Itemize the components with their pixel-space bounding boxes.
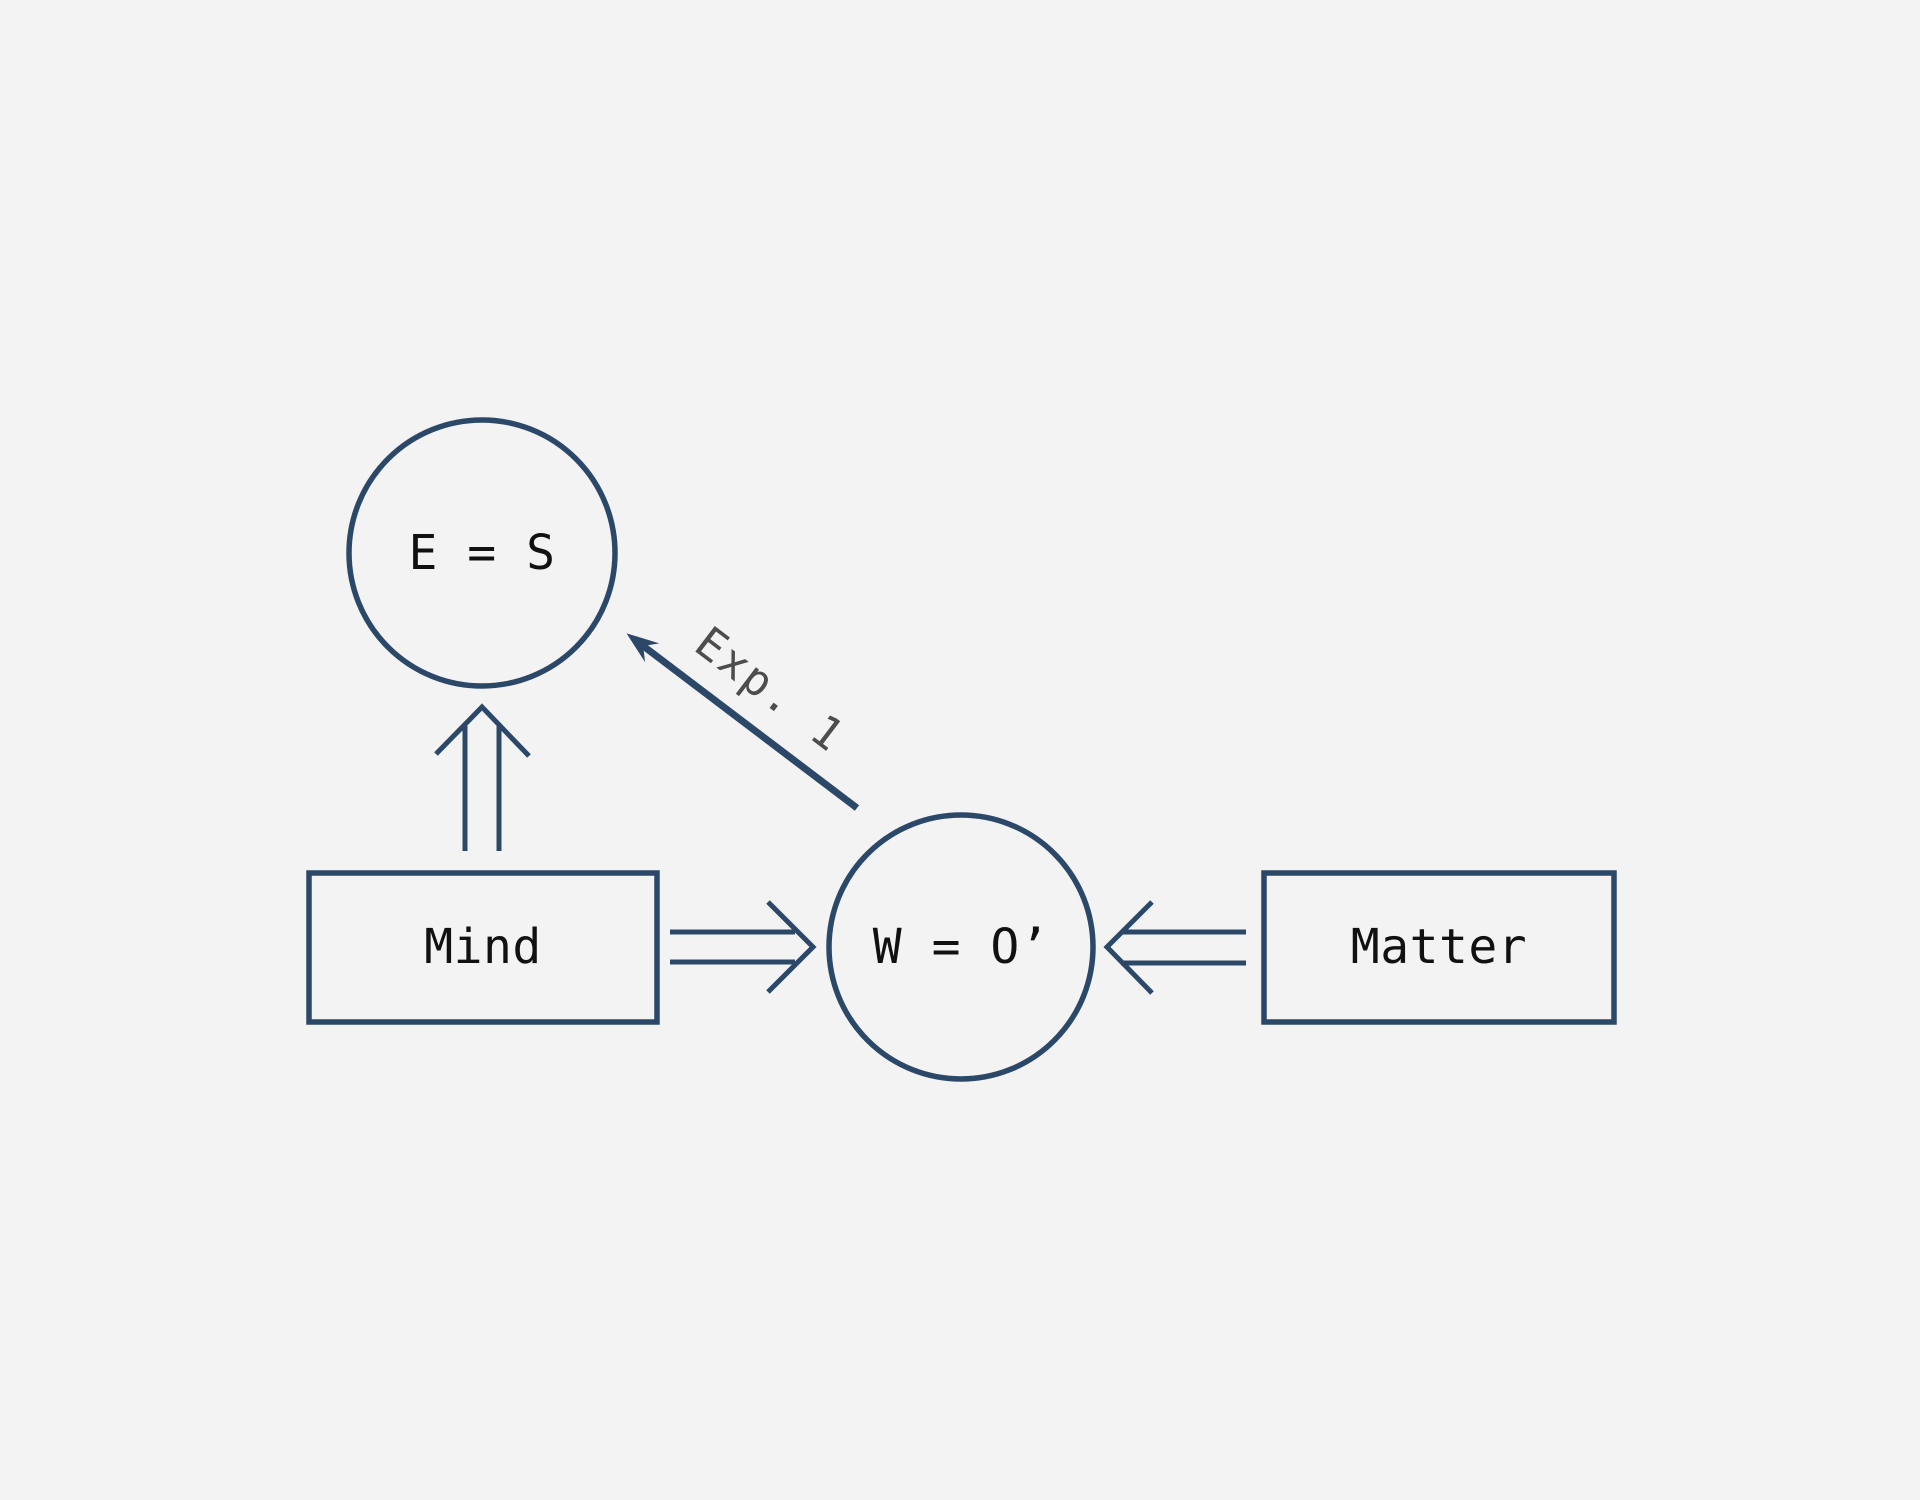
node-wo-circle: [826, 812, 1096, 1082]
node-mind-label: Mind: [424, 919, 542, 975]
edge-matter-to-wo-open-arrowhead-icon: [1103, 900, 1154, 995]
edge-wo-to-es-arrow: [626, 633, 860, 811]
labels: E = S W = O’ Mind Matter Exp. 1: [409, 525, 1527, 975]
edge-mind-to-es-open-arrowhead-icon: [434, 703, 531, 758]
node-matter-label: Matter: [1351, 919, 1527, 975]
node-shapes: [306, 417, 1617, 1082]
edge-mind-to-wo-shafts: [670, 929, 795, 965]
node-wo-label: W = O’: [873, 919, 1049, 975]
node-matter-box: [1261, 870, 1617, 1025]
edge-mind-to-es-shafts: [462, 726, 502, 851]
edge-mind-to-wo-open-arrowhead-icon: [766, 900, 817, 994]
node-es-label: E = S: [409, 525, 556, 581]
double-line-arrows: [434, 703, 1246, 995]
node-es-circle: [346, 417, 618, 689]
edge-matter-to-wo-shafts: [1121, 929, 1246, 966]
node-mind-box: [306, 870, 660, 1025]
